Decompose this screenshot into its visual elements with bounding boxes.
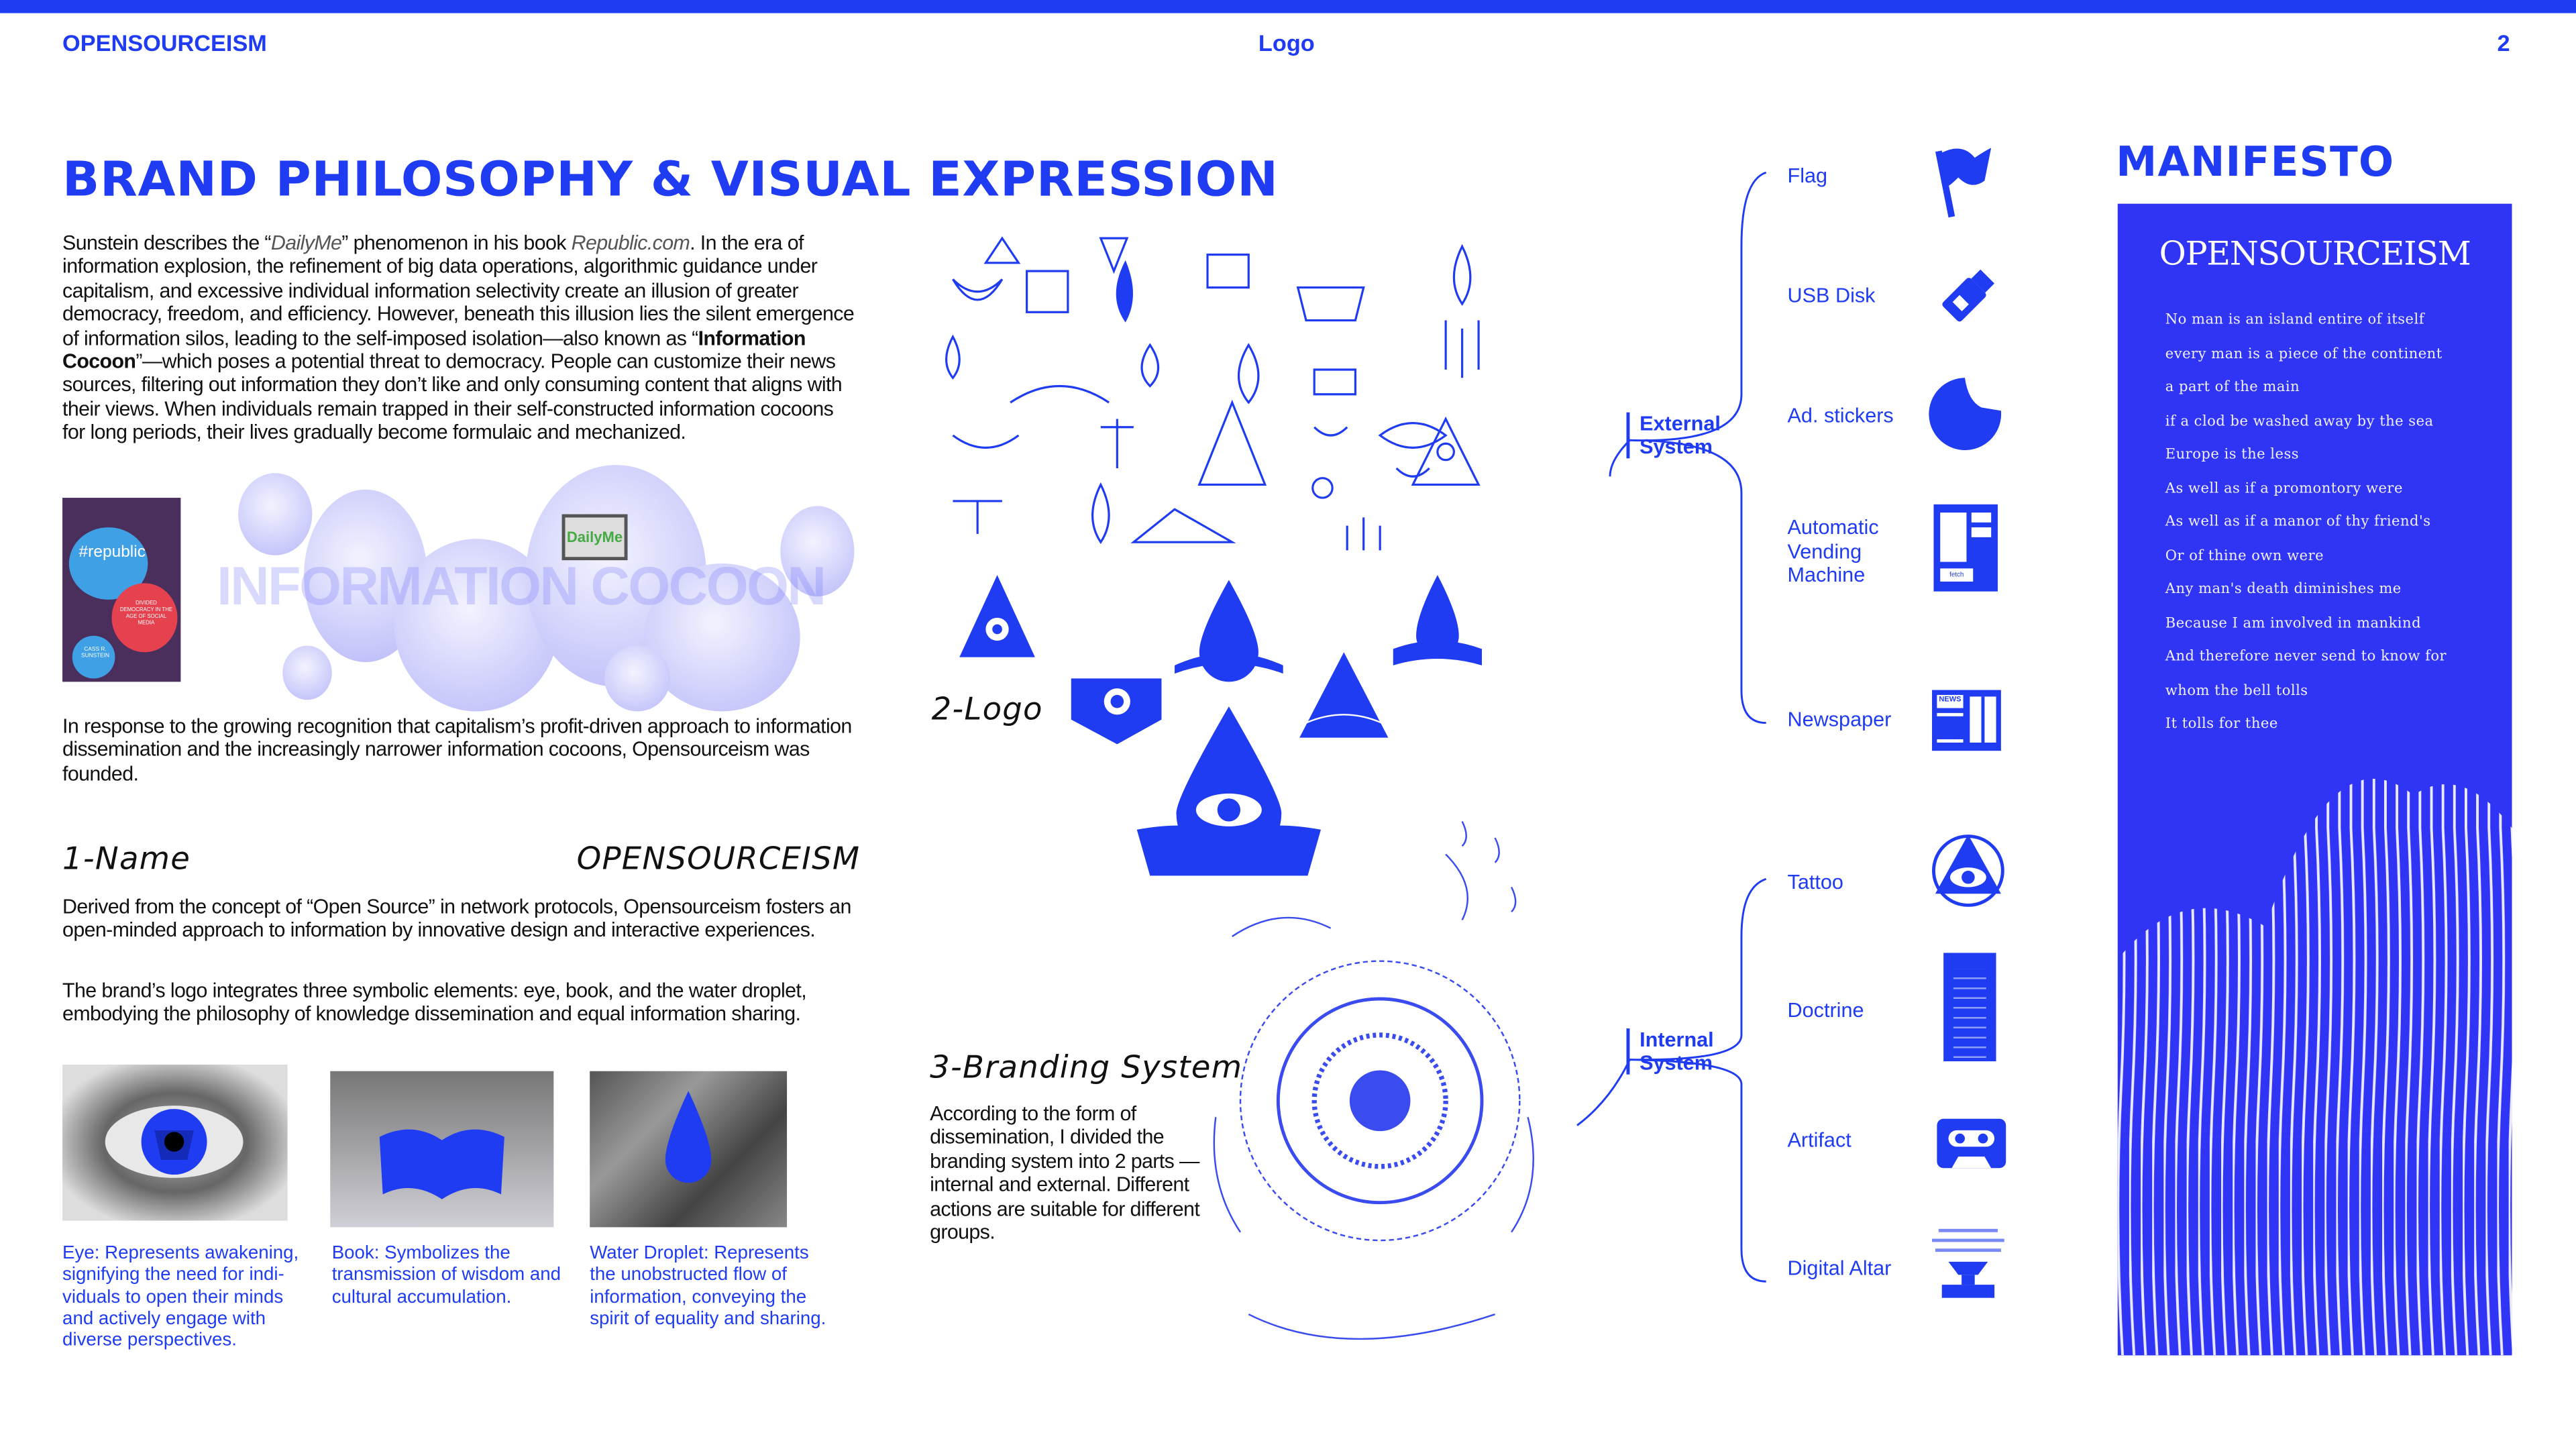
name-brand: OPENSOURCEISM bbox=[576, 841, 861, 877]
cocoon-term: Information Cocoon bbox=[62, 326, 806, 373]
manifesto-poem: No man is an island entire of itself eve… bbox=[2165, 312, 2447, 750]
poem-line: Any man's death diminishes me bbox=[2165, 581, 2402, 598]
wave-lines-graphic bbox=[2117, 778, 2512, 1356]
node-flag: Flag bbox=[1787, 164, 1828, 188]
eye-triangle-icon bbox=[1932, 835, 2004, 907]
dailyme-screen: DailyMe bbox=[561, 514, 628, 561]
book-title: Republic.com bbox=[571, 231, 690, 255]
text: Sunstein describes the “ bbox=[62, 231, 271, 255]
poem-line: a part of the main bbox=[2165, 379, 2300, 396]
eye-sketch-illustration bbox=[1213, 820, 1534, 1340]
collage-overlay-text: INFORMATION COCOON bbox=[217, 555, 826, 616]
node-tattoo: Tattoo bbox=[1787, 870, 1843, 894]
newspaper-icon: NEWS bbox=[1932, 690, 2001, 751]
logo-variant-icon bbox=[1071, 678, 1162, 745]
node-ad-stickers: Ad. stickers bbox=[1787, 404, 1894, 427]
text: . In the era of information explosion, t… bbox=[62, 231, 855, 350]
newspaper-label: NEWS bbox=[1937, 694, 1964, 708]
book-cover-image: #republic DIVIDED DEMOCRACY IN THE AGE O… bbox=[62, 498, 181, 682]
poem-line: As well as if a manor of thy friend's bbox=[2165, 514, 2431, 531]
sticker-icon bbox=[1929, 378, 2002, 451]
node-digital-altar: Digital Altar bbox=[1787, 1256, 1892, 1280]
information-cocoon-collage: DailyMe INFORMATION COCOON bbox=[213, 465, 862, 712]
book-icon bbox=[379, 1129, 504, 1199]
doctrine-icon bbox=[1943, 953, 1996, 1062]
node-doctrine: Doctrine bbox=[1787, 998, 1864, 1022]
eye-caption: Eye: Represents awakening, signifying th… bbox=[62, 1243, 299, 1351]
logo-heading: 2-Logo bbox=[931, 692, 1043, 728]
manifesto-logo: OPENSOURCEISM bbox=[2159, 233, 2471, 273]
node-artifact: Artifact bbox=[1787, 1128, 1851, 1152]
intro-paragraph: Sunstein describes the “DailyMe” phenome… bbox=[62, 231, 855, 445]
logo-variant-icon bbox=[1299, 652, 1389, 738]
logo-variant-icon bbox=[959, 575, 1035, 657]
name-heading: 1-Name bbox=[62, 841, 191, 877]
altar-icon bbox=[1932, 1228, 2004, 1298]
book-subtitle: DIVIDED DEMOCRACY IN THE AGE OF SOCIAL M… bbox=[119, 599, 173, 627]
logo-variant-icon bbox=[1175, 580, 1283, 682]
logo-variant-icon bbox=[1393, 575, 1482, 665]
external-system-label: External System bbox=[1626, 412, 1741, 459]
branding-tree-lines bbox=[1576, 171, 1767, 1283]
internal-system-label: Internal System bbox=[1626, 1028, 1741, 1075]
poem-line: No man is an island entire of itself bbox=[2165, 312, 2425, 329]
droplet-image bbox=[590, 1071, 788, 1228]
poem-line: every man is a piece of the continent bbox=[2165, 345, 2443, 363]
node-vending-machine: Automatic Vending Machine bbox=[1787, 515, 1879, 587]
book-image bbox=[330, 1071, 554, 1228]
name-paragraph-2: The brand’s logo integrates three symbol… bbox=[62, 979, 807, 1026]
manifesto-heading: MANIFESTO bbox=[2116, 138, 2395, 186]
usb-disk-icon bbox=[1942, 269, 1995, 322]
poem-line: if a clod be washed away by the sea bbox=[2165, 413, 2434, 430]
logo-main-icon bbox=[1136, 706, 1321, 876]
name-paragraph-1: Derived from the concept of “Open Source… bbox=[62, 895, 851, 943]
header-brand: OPENSOURCEISM bbox=[62, 30, 267, 56]
poem-line: whom the bell tolls bbox=[2165, 682, 2308, 700]
poem-line: And therefore never send to know for bbox=[2165, 649, 2447, 665]
branding-heading: 3-Branding System bbox=[930, 1049, 1243, 1086]
page-number: 2 bbox=[2497, 30, 2510, 56]
flag-icon bbox=[1935, 148, 1992, 218]
eye-image bbox=[62, 1064, 288, 1221]
node-newspaper: Newspaper bbox=[1787, 708, 1892, 731]
vending-label: fetch bbox=[1940, 568, 1974, 582]
node-usb-disk: USB Disk bbox=[1787, 284, 1876, 307]
logo-sketches bbox=[945, 236, 1481, 551]
book-author: CASS R. SUNSTEIN bbox=[81, 645, 110, 659]
logo-variations bbox=[959, 575, 1482, 876]
text: ”—which poses a potential threat to demo… bbox=[62, 350, 843, 444]
poem-line: As well as if a promontory were bbox=[2165, 480, 2403, 497]
poem-line: It tolls for thee bbox=[2165, 716, 2278, 733]
cassette-icon bbox=[1937, 1118, 2006, 1169]
dailyme-term: DailyMe bbox=[270, 231, 342, 255]
book-title: #republic bbox=[78, 543, 146, 562]
branding-paragraph: According to the form of dissemination, … bbox=[930, 1102, 1200, 1244]
poem-line: Europe is the less bbox=[2165, 447, 2300, 464]
poem-line: Or of thine own were bbox=[2165, 547, 2324, 565]
header-section: Logo bbox=[1258, 30, 1315, 56]
vending-machine-icon: fetch bbox=[1933, 504, 1998, 592]
page-title: BRAND PHILOSOPHY & VISUAL EXPRESSION bbox=[62, 151, 1279, 207]
founding-paragraph: In response to the growing recognition t… bbox=[62, 714, 852, 786]
poem-line: Because I am involved in mankind bbox=[2165, 615, 2422, 632]
water-droplet-icon bbox=[665, 1091, 712, 1183]
book-caption: Book: Symbolizes the transmission of wis… bbox=[331, 1243, 561, 1307]
text: ” phenomenon in his book bbox=[341, 231, 572, 255]
droplet-caption: Water Droplet: Represents the unobstruct… bbox=[590, 1243, 826, 1329]
top-bar bbox=[0, 0, 2576, 13]
manifesto-panel: OPENSOURCEISM No man is an island entire… bbox=[2117, 203, 2512, 1356]
eye-icon bbox=[105, 1106, 244, 1178]
